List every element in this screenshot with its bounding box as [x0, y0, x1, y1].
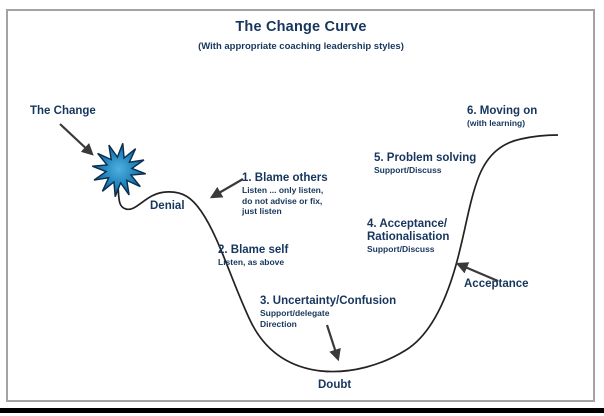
stage4-heading2: Rationalisation: [367, 231, 450, 243]
denial-label: Denial: [150, 200, 185, 212]
change-curve-line: [117, 134, 559, 373]
uncertainty-arrow: [325, 324, 341, 362]
stage1-note: do not advise or fix,: [242, 195, 323, 206]
stage5-note: Support/Discuss: [374, 165, 442, 175]
change-label: The Change: [30, 105, 96, 117]
stage5-problem-solving: 5. Problem solving Support/Discuss: [374, 152, 476, 176]
stage3-note: Direction: [260, 318, 297, 329]
stage3-heading: 3. Uncertainty/Confusion: [260, 295, 397, 307]
change-arrow: [59, 123, 94, 156]
stage1-note: just listen: [242, 206, 282, 216]
stage2-heading: 2. Blame self: [218, 244, 289, 256]
diagram-frame: [6, 9, 595, 402]
stage2-blame-self: 2. Blame self Listen, as above: [218, 244, 288, 268]
bottom-divider-bar: [0, 408, 604, 413]
stage3-uncertainty: 3. Uncertainty/Confusion Support/delegat…: [260, 295, 396, 329]
stage2-note: Listen, as above: [218, 257, 285, 267]
stage6-moving-on: 6. Moving on (with learning): [467, 105, 537, 129]
stage4-acceptance-rationalisation: 4. Acceptance/ Rationalisation Support/D…: [367, 218, 449, 255]
acceptance-label: Acceptance: [464, 278, 529, 290]
stage1-heading: 1. Blame others: [242, 172, 328, 184]
stage1-note: Listen ... only listen,: [242, 185, 324, 195]
blame-others-arrow: [209, 178, 244, 199]
doubt-label: Doubt: [318, 379, 352, 391]
stage6-note: (with learning): [467, 118, 526, 128]
stage3-note: Support/delegate: [260, 308, 330, 318]
starburst-icon: [92, 143, 146, 197]
stage4-heading: 4. Acceptance/: [367, 218, 448, 230]
stage6-heading: 6. Moving on: [467, 105, 538, 117]
stage1-blame-others: 1. Blame others Listen ... only listen, …: [242, 172, 328, 217]
stage5-heading: 5. Problem solving: [374, 152, 477, 164]
acceptance-arrow: [455, 262, 499, 283]
stage4-note: Support/Discuss: [367, 244, 435, 254]
diagram-subtitle: (With appropriate coaching leadership st…: [198, 41, 404, 52]
diagram-title: The Change Curve: [235, 19, 367, 35]
